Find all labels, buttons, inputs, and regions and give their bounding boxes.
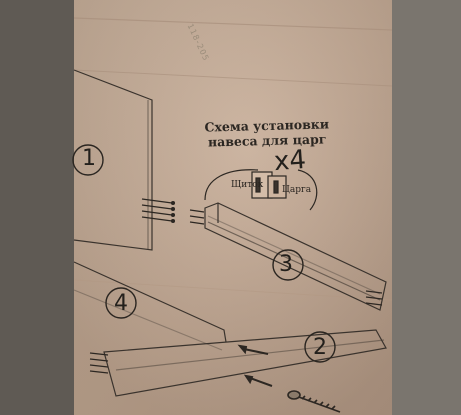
headboard-panel [73,69,153,251]
step-1-circle [72,144,104,176]
footboard-panel [73,261,227,351]
step-number-3: 3 [279,252,293,277]
step-2-circle [304,331,336,363]
hanger-detail-callout [204,169,318,211]
headboard-screws [141,198,176,224]
step-number-1: 1 [82,146,96,171]
wood-screws [237,344,273,387]
caption-heading: Схема установки навеса для царг [192,116,343,150]
front-board-screws [89,352,109,374]
rail-end-screws [189,209,383,306]
step-4-circle [105,287,137,319]
shield-label: Щиток [231,180,264,190]
step-number-2: 2 [313,335,327,360]
quantity-note: x4 [272,144,307,178]
step-3-circle [272,249,304,281]
side-rail-panel [204,202,387,311]
rail-label: Царга [282,185,312,195]
bolt-drawing [287,390,341,413]
step-number-4: 4 [114,291,128,316]
front-board-panel [103,329,387,397]
